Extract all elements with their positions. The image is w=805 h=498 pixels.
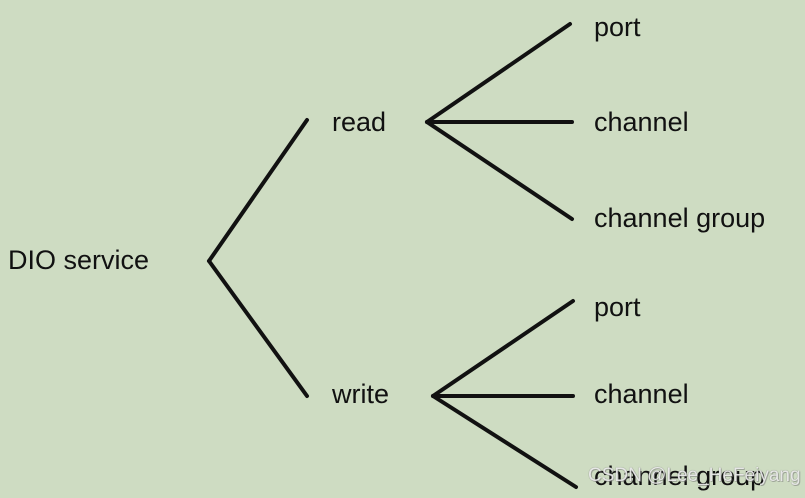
node-leaf-read-channel: channel: [594, 107, 689, 137]
node-leaf-write-channel-group: channel group: [594, 461, 766, 491]
edge-write-to-channel-group: [431, 394, 578, 489]
node-leaf-write-port: port: [594, 292, 641, 322]
edge-read-to-channel-group: [425, 120, 574, 221]
node-leaf-write-channel: channel: [594, 379, 689, 409]
edge-root-to-read: [207, 118, 309, 263]
node-branch-write: write: [332, 379, 390, 409]
node-root-dio-service: DIO service: [8, 245, 150, 275]
edge-root-to-write: [207, 259, 309, 398]
edge-write-to-port: [431, 299, 575, 398]
node-leaf-read-channel-group: channel group: [594, 203, 766, 233]
node-branch-read: read: [332, 107, 387, 137]
edge-read-to-port: [425, 22, 572, 124]
node-leaf-read-port: port: [594, 12, 641, 42]
